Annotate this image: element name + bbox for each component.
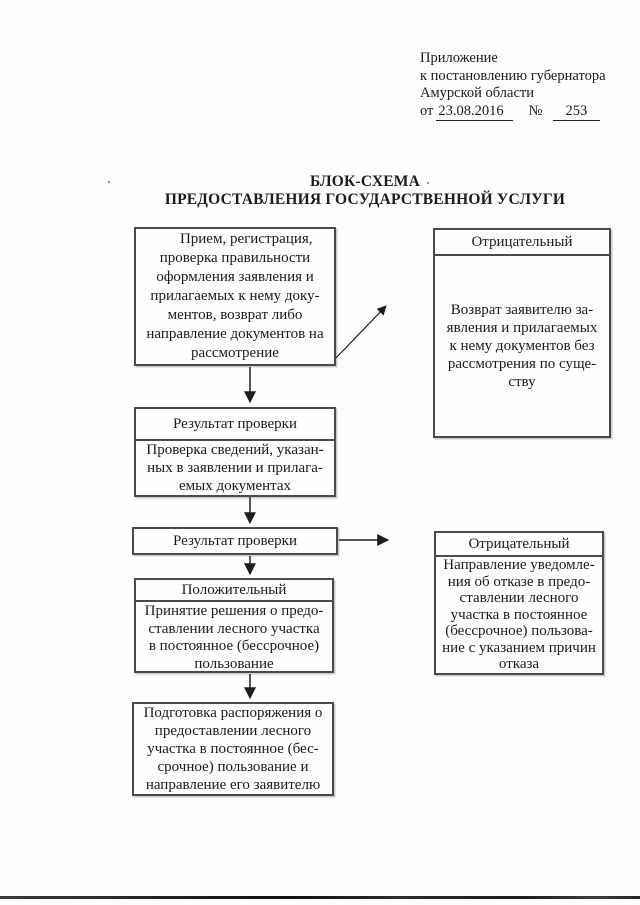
annotation-lines: Приложение к постановлению губернатора А…	[420, 50, 606, 101]
flow-box-negative-return-header: Отрицательный	[435, 230, 609, 256]
flow-box-check-result-header: Результат проверки	[136, 409, 334, 441]
flow-box-order-preparation-text: Подготовка распоряжения о предоставлении…	[143, 705, 323, 793]
flow-box-negative-refusal-text: Направление уведомле- ния об отказе в пр…	[442, 557, 596, 672]
flow-box-check-result-2: Результат проверки	[132, 527, 338, 555]
flow-box-negative-refusal: Отрицательный Направление уведомле- ния …	[434, 531, 604, 675]
flow-box-intake: Прием, регистрация, проверка правильност…	[134, 227, 336, 366]
flow-box-negative-return-text: Возврат заявителю за- явления и прилагае…	[446, 302, 598, 390]
flow-box-positive-decision: Положительный Принятие решения о предо- …	[134, 578, 334, 673]
annotation-number-sign: №	[528, 102, 543, 119]
flow-box-intake-text: Прием, регистрация, проверка правильност…	[146, 231, 324, 361]
scan-speck	[108, 181, 110, 183]
scan-artifact-line	[0, 896, 640, 899]
flow-box-negative-return: Отрицательный Возврат заявителю за- явле…	[433, 228, 611, 438]
page-title: БЛОК-СХЕМА ПРЕДОСТАВЛЕНИЯ ГОСУДАРСТВЕННО…	[164, 173, 566, 208]
flow-box-order-preparation: Подготовка распоряжения о предоставлении…	[132, 702, 334, 796]
annotation-from-label: от	[420, 102, 434, 119]
annotation-date: 23.08.2016	[436, 102, 513, 121]
annotation-block: Приложение к постановлению губернатора А…	[420, 50, 625, 121]
flow-box-check-result-2-label: Результат проверки	[173, 532, 297, 549]
annotation-number: 253	[552, 102, 601, 121]
flow-box-check-result-text: Проверка сведений, указан- ных в заявлен…	[146, 442, 324, 494]
flow-box-positive-decision-header: Положительный	[136, 580, 332, 602]
flow-box-positive-decision-text: Принятие решения о предо- ставлении лесн…	[144, 603, 324, 672]
arrow-intake-to-return-diagonal	[335, 305, 387, 359]
flow-box-check-result: Результат проверки Проверка сведений, ук…	[134, 407, 336, 497]
flow-box-negative-refusal-header: Отрицательный	[436, 533, 602, 557]
scan-speck	[427, 182, 429, 184]
